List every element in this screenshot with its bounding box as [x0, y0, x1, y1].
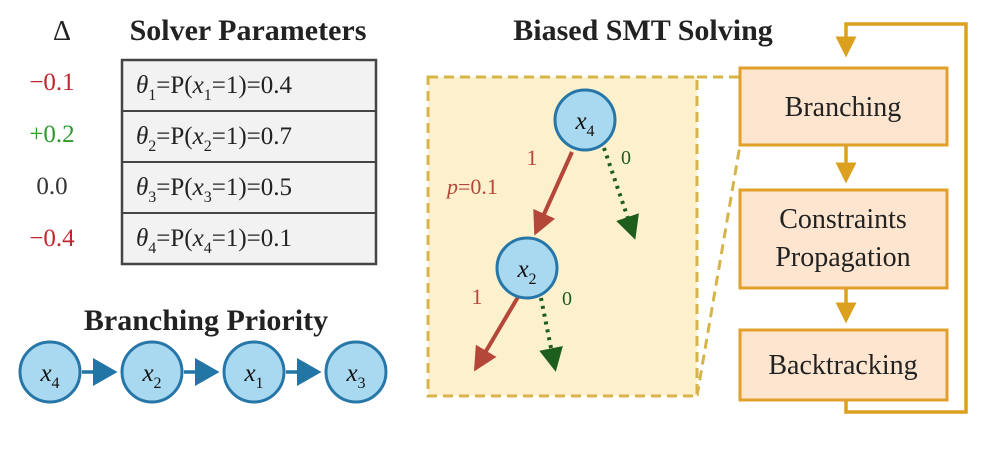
- tree-edge-true: [473, 295, 520, 372]
- svg-text:x4: x4: [574, 108, 594, 140]
- params-title: Solver Parameters: [130, 14, 367, 47]
- tree-edge-true: [533, 151, 574, 236]
- branching-box: Branching: [738, 66, 949, 147]
- tree-node-child: x2: [495, 236, 559, 300]
- edge-label-false: 0: [562, 288, 572, 310]
- propagation-box: Constraints Propagation: [738, 188, 949, 290]
- edge-label-true: 1: [527, 145, 538, 170]
- delta-value: −0.1: [29, 69, 74, 96]
- edge-label-true: 1: [472, 284, 483, 309]
- loop-arrow: [835, 22, 968, 414]
- svg-text:Backtracking: Backtracking: [768, 350, 917, 381]
- priority-node: x2: [120, 340, 184, 404]
- priority-chain: x4 x2 x1 x3: [18, 340, 388, 404]
- priority-node: x1: [222, 340, 286, 404]
- parameter-row: θ3=P(x3=1)=0.5: [136, 174, 292, 206]
- smt-title: Biased SMT Solving: [513, 14, 773, 47]
- svg-text:x1: x1: [243, 360, 263, 392]
- svg-text:Branching: Branching: [785, 92, 902, 123]
- svg-text:x2: x2: [516, 256, 536, 288]
- svg-text:x2: x2: [141, 360, 161, 392]
- parameter-row: θ1=P(x1=1)=0.4: [136, 72, 293, 104]
- backtracking-box: Backtracking: [738, 328, 949, 402]
- probability-label: p=0.1: [445, 174, 498, 199]
- svg-text:x3: x3: [345, 360, 365, 392]
- priority-node: x4: [18, 340, 82, 404]
- delta-value: −0.4: [29, 225, 75, 252]
- zoom-connector: [695, 144, 742, 397]
- delta-value: +0.2: [29, 121, 74, 148]
- priority-node: x3: [324, 340, 388, 404]
- svg-text:Constraints: Constraints: [779, 204, 907, 235]
- parameter-row: θ2=P(x2=1)=0.7: [136, 123, 292, 155]
- edge-label-false: 0: [621, 147, 631, 169]
- delta-value: 0.0: [36, 173, 67, 200]
- parameter-row: θ4=P(x4=1)=0.1: [136, 225, 292, 257]
- svg-text:x4: x4: [39, 360, 59, 392]
- svg-text:Propagation: Propagation: [775, 242, 910, 273]
- priority-title: Branching Priority: [84, 304, 328, 337]
- delta-header: Δ: [53, 16, 71, 47]
- tree-node-root: x4: [553, 88, 617, 152]
- parameter-table: θ1=P(x1=1)=0.4 θ2=P(x2=1)=0.7 θ3=P(x3=1)…: [120, 58, 378, 266]
